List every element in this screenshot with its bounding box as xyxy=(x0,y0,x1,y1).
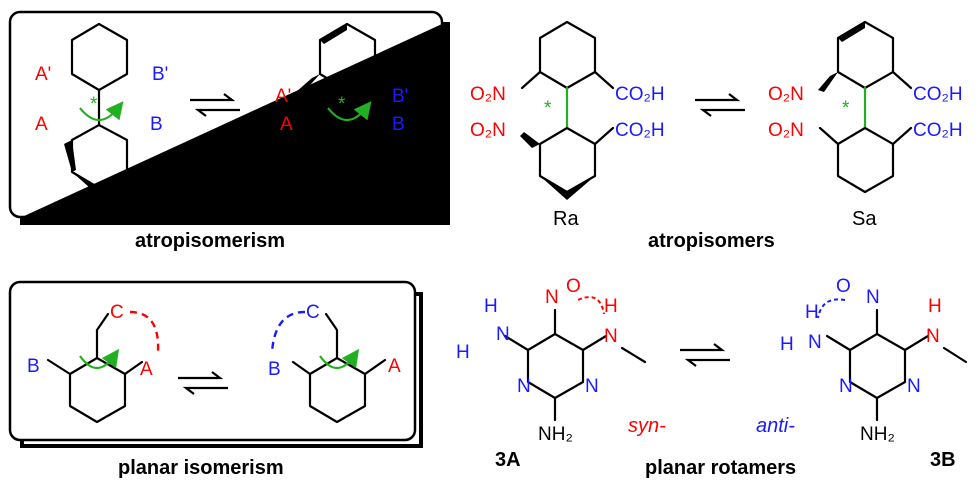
label-a-prime: A' xyxy=(275,86,291,107)
equilibrium-arrow-1 xyxy=(190,93,240,117)
caption-atropisomers: atropisomers xyxy=(648,230,775,252)
label-b: B xyxy=(150,114,163,135)
amine-h: H xyxy=(805,302,819,323)
carboxyl-label: CO₂H xyxy=(913,84,963,105)
rotamer-3a: N O H N H H N N N NH₂ 3A xyxy=(456,276,647,471)
pyrimidine-ring xyxy=(526,332,585,400)
sa-molecule: O₂N CO₂H O₂N CO₂H * Sa xyxy=(768,20,963,230)
methylamine-n: N xyxy=(926,326,940,347)
label-b-prime: B' xyxy=(392,86,408,107)
label-b: B xyxy=(392,114,405,135)
label-b: B xyxy=(268,359,281,380)
bold-ring-edge xyxy=(838,22,865,42)
label-a: A xyxy=(35,114,48,135)
equilibrium-arrow-2 xyxy=(695,93,745,117)
label-c: C xyxy=(306,302,320,323)
dashed-tether xyxy=(129,310,160,353)
wedge-bond xyxy=(296,74,320,94)
upper-ring xyxy=(836,20,895,90)
label-c: C xyxy=(110,302,124,323)
caption-planar-isomerism: planar isomerism xyxy=(118,457,284,479)
caption-atropisomerism: atropisomerism xyxy=(135,230,285,252)
planar-right: B A C xyxy=(268,302,401,424)
label-ra: Ra xyxy=(553,208,579,230)
ring-n1: N xyxy=(517,376,531,397)
nitro-label: O₂N xyxy=(768,120,804,141)
nitro-label: O₂N xyxy=(768,84,804,105)
wedge-bond xyxy=(520,132,540,148)
rotation-arrow xyxy=(327,101,372,122)
upper-ring xyxy=(538,20,597,90)
dashed-tether xyxy=(270,310,306,353)
biaryl-right: A' B' A B * xyxy=(275,22,408,190)
ring-n1: N xyxy=(839,376,853,397)
nitroso-n: N xyxy=(545,287,559,308)
rotamer-3b: N O H N H H N N N NH₂ 3B xyxy=(780,276,968,471)
panel-shadow xyxy=(20,292,423,448)
ring-n2: N xyxy=(907,376,921,397)
amine-n: N xyxy=(808,332,822,353)
stereo-axis-star: * xyxy=(338,94,346,115)
nitro-label: O₂N xyxy=(470,120,506,141)
amino-label: NH₂ xyxy=(860,424,895,445)
label-b: B xyxy=(27,356,40,377)
carboxyl-label: CO₂H xyxy=(615,84,665,105)
stereo-axis-star: * xyxy=(90,94,98,115)
amine-n: N xyxy=(496,324,510,345)
amino-label: NH₂ xyxy=(538,424,573,445)
lower-ring xyxy=(836,126,895,194)
bold-ring-edge xyxy=(320,24,347,44)
pyrimidine-ring xyxy=(848,332,907,400)
label-a: A xyxy=(280,114,293,135)
label-a-prime: A' xyxy=(35,64,51,85)
label-3b: 3B xyxy=(930,449,956,471)
methylamine-h: H xyxy=(604,296,618,317)
label-b-prime: B' xyxy=(152,64,168,85)
label-anti: anti- xyxy=(756,415,795,437)
nitroso-o: O xyxy=(566,276,581,297)
atropisomerism-panel: A' B' A B * A' B' A B * xyxy=(8,10,450,225)
stereo-axis-star: * xyxy=(544,98,552,119)
label-syn: syn- xyxy=(628,415,666,437)
planar-left: B A C xyxy=(27,302,160,424)
nitroso-n: N xyxy=(866,287,880,308)
amine-h: H xyxy=(484,296,498,317)
wedge-bond xyxy=(64,140,76,172)
label-a: A xyxy=(388,356,401,377)
ring-n2: N xyxy=(585,376,599,397)
nitro-label: O₂N xyxy=(470,84,506,105)
nitroso-o: O xyxy=(836,276,851,297)
carboxyl-label: CO₂H xyxy=(913,120,963,141)
bold-ring-edge xyxy=(72,172,127,196)
caption-planar-rotamers: planar rotamers xyxy=(645,457,796,479)
ra-molecule: O₂N CO₂H O₂N CO₂H * Ra xyxy=(470,20,665,230)
wedge-bond xyxy=(818,72,838,92)
rotation-arrow xyxy=(319,348,360,370)
rotation-arrow xyxy=(79,348,120,370)
biaryl-left: A' B' A B * xyxy=(35,22,168,196)
panel-frame xyxy=(8,280,417,442)
amine-h2: H xyxy=(456,342,470,363)
amine-h2: H xyxy=(780,334,794,355)
rotation-arrow xyxy=(79,101,124,122)
stereo-axis-star: * xyxy=(842,98,850,119)
equilibrium-arrow-3 xyxy=(178,371,228,395)
methylamine-h: H xyxy=(928,296,942,317)
planar-isomerism-panel: B A C B A C xyxy=(8,280,423,448)
methylamine-n: N xyxy=(604,326,618,347)
carboxyl-label: CO₂H xyxy=(615,120,665,141)
panel-shadow xyxy=(22,24,448,223)
bold-ring-edge xyxy=(540,176,595,200)
equilibrium-arrow-4 xyxy=(680,343,730,367)
label-a: A xyxy=(140,359,153,380)
label-3a: 3A xyxy=(495,449,521,471)
label-sa: Sa xyxy=(852,208,877,230)
lower-ring xyxy=(318,123,377,190)
